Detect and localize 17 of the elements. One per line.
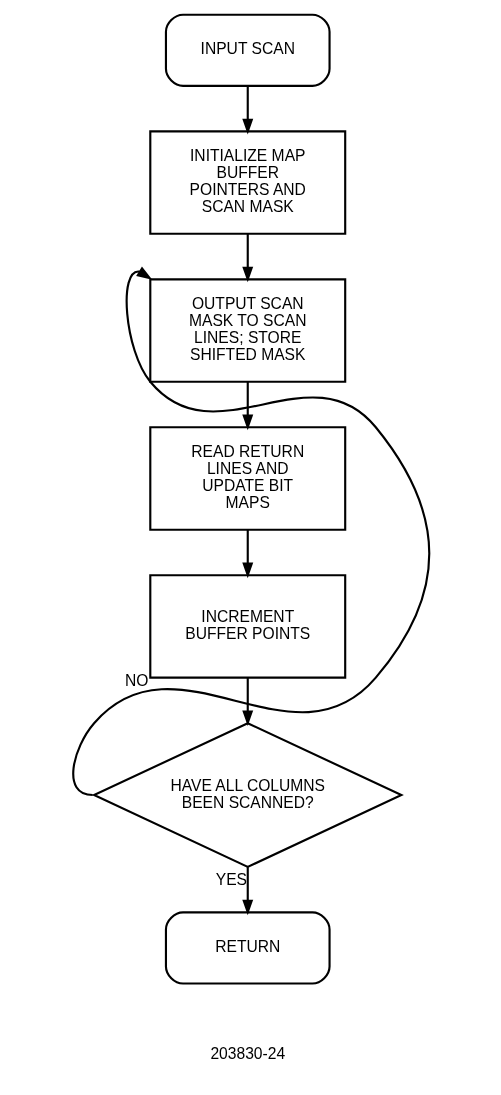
node-diamond: HAVE ALL COLUMNS BEEN SCANNED? bbox=[91, 722, 404, 869]
edge-label: YES bbox=[215, 870, 247, 888]
node-box: READ RETURN LINES AND UPDATE BIT MAPS bbox=[148, 426, 346, 531]
arrow bbox=[241, 529, 253, 579]
label: 203830-24 bbox=[209, 1044, 285, 1062]
arrow bbox=[241, 867, 253, 916]
arrow bbox=[241, 233, 253, 283]
edge-label: NO bbox=[124, 672, 148, 690]
node-box: INPUT SCAN bbox=[164, 13, 331, 87]
node-box: RETURN bbox=[164, 911, 331, 985]
arrow bbox=[71, 266, 430, 797]
arrow bbox=[241, 678, 253, 727]
arrow bbox=[241, 86, 253, 135]
arrow bbox=[241, 381, 253, 431]
node-box: OUTPUT SCAN MASK TO SCAN LINES; STORE SHIFTED MASK bbox=[148, 278, 346, 383]
node-box: INITIALIZE MAP BUFFER POINTERS AND SCAN MASK bbox=[148, 130, 346, 235]
node-box: INCREMENT BUFFER POINTS bbox=[148, 574, 346, 679]
